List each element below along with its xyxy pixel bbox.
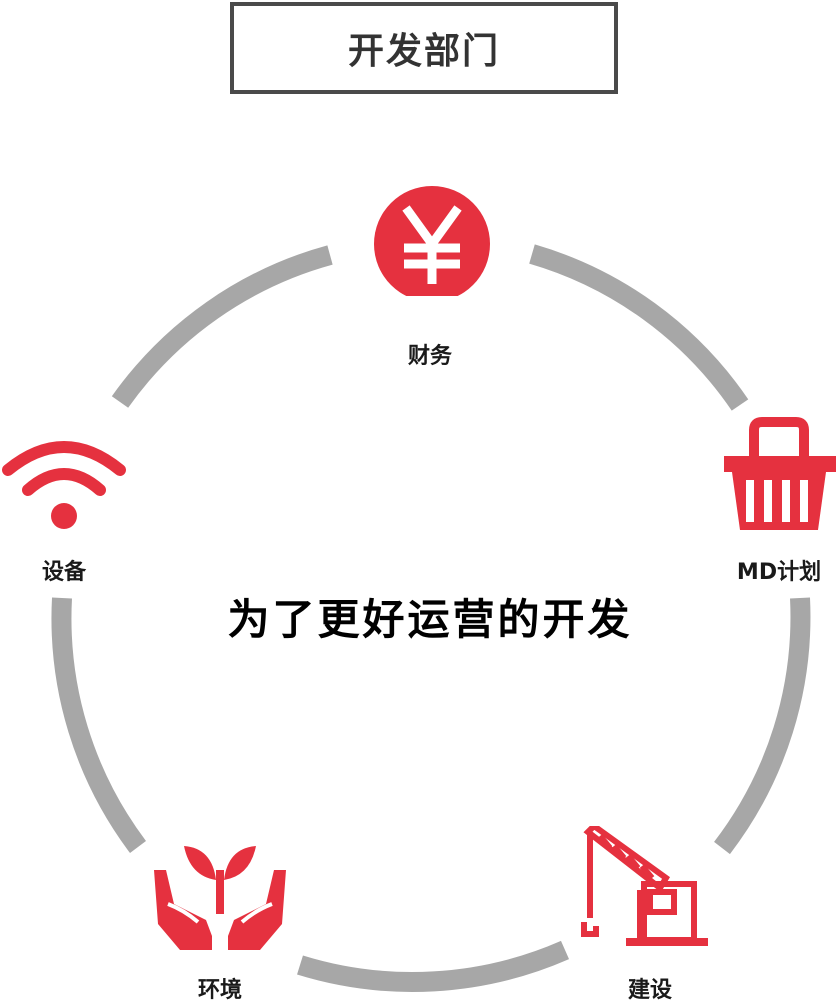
node-md xyxy=(720,416,838,534)
page-title: 开发部门 xyxy=(347,31,500,72)
wifi-icon xyxy=(2,441,126,529)
title-box: 开发部门 xyxy=(230,2,618,94)
ring-arc-left xyxy=(51,597,146,854)
ring-arc-top-left xyxy=(111,245,333,408)
node-label-finance: 财务 xyxy=(407,344,452,369)
node-label-equipment: 设备 xyxy=(41,560,86,585)
node-construction xyxy=(580,822,710,952)
yen-coin-icon xyxy=(374,186,490,302)
shopping-basket-icon xyxy=(724,417,836,530)
hands-sprout-icon xyxy=(154,846,286,950)
crane-icon xyxy=(581,822,708,946)
ring-arc-right xyxy=(714,597,811,855)
node-finance xyxy=(370,186,494,302)
node-label-environment: 环境 xyxy=(197,978,242,1003)
center-caption: 为了更好运营的开发 xyxy=(227,595,633,644)
node-label-md: MD计划 xyxy=(736,560,822,585)
node-equipment xyxy=(0,432,128,532)
node-environment xyxy=(150,840,290,952)
ring-arc-top-right xyxy=(529,244,749,411)
node-label-construction: 建设 xyxy=(627,978,672,1003)
ring-arc-bottom xyxy=(297,940,570,992)
